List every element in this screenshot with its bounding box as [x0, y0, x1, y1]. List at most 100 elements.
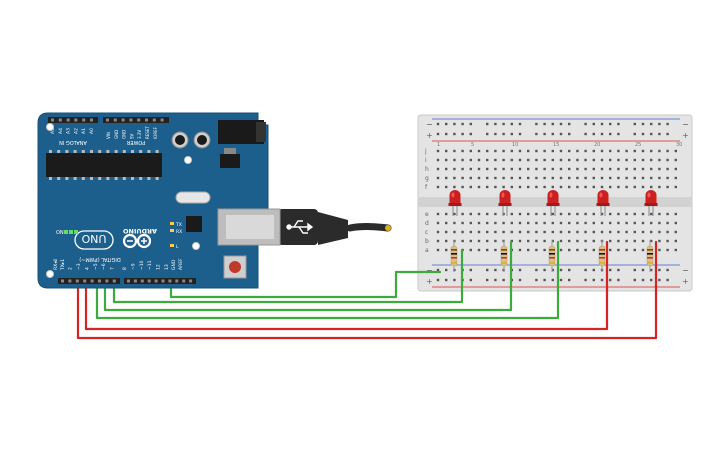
breadboard-hole[interactable] — [576, 149, 579, 153]
breadboard-hole[interactable] — [641, 230, 645, 234]
rail-hole[interactable] — [592, 132, 595, 136]
breadboard-hole[interactable] — [518, 248, 522, 252]
breadboard-hole[interactable] — [469, 221, 472, 225]
breadboard-hole[interactable] — [559, 248, 563, 252]
analog-header-pin[interactable] — [51, 118, 54, 122]
breadboard-hole[interactable] — [453, 149, 456, 153]
breadboard-hole[interactable] — [551, 167, 554, 171]
rail-hole[interactable] — [551, 132, 554, 136]
breadboard-hole[interactable] — [641, 248, 645, 252]
breadboard-hole[interactable] — [592, 149, 595, 153]
breadboard-hole[interactable] — [494, 212, 497, 216]
breadboard-hole[interactable] — [445, 248, 448, 252]
breadboard-hole[interactable] — [436, 239, 440, 243]
rail-hole[interactable] — [658, 132, 661, 136]
breadboard-hole[interactable] — [592, 212, 595, 216]
breadboard-hole[interactable] — [674, 248, 677, 252]
rail-hole[interactable] — [486, 122, 489, 126]
rail-hole[interactable] — [633, 122, 636, 126]
breadboard-hole[interactable] — [625, 239, 628, 243]
breadboard-hole[interactable] — [600, 185, 604, 189]
digital-header-pin[interactable] — [61, 279, 64, 283]
breadboard-hole[interactable] — [445, 167, 448, 171]
breadboard-hole[interactable] — [527, 185, 530, 189]
rail-hole[interactable] — [543, 122, 546, 126]
breadboard-hole[interactable] — [568, 239, 571, 243]
breadboard-hole[interactable] — [502, 212, 505, 216]
rail-hole[interactable] — [551, 122, 554, 126]
breadboard-hole[interactable] — [617, 239, 620, 243]
breadboard-hole[interactable] — [592, 185, 595, 189]
breadboard-hole[interactable] — [650, 149, 653, 153]
breadboard-hole[interactable] — [510, 149, 513, 153]
breadboard-hole[interactable] — [535, 185, 538, 189]
rail-hole[interactable] — [650, 278, 653, 282]
breadboard-hole[interactable] — [543, 212, 546, 216]
digital-header-pin[interactable] — [68, 279, 72, 283]
breadboard-hole[interactable] — [658, 221, 661, 225]
breadboard-hole[interactable] — [486, 221, 489, 225]
breadboard-hole[interactable] — [658, 239, 661, 243]
rail-hole[interactable] — [445, 278, 448, 282]
rail-hole[interactable] — [650, 268, 653, 272]
breadboard-hole[interactable] — [535, 248, 538, 252]
breadboard-hole[interactable] — [518, 158, 522, 162]
breadboard-hole[interactable] — [609, 176, 612, 180]
breadboard-hole[interactable] — [543, 149, 546, 153]
breadboard-hole[interactable] — [535, 158, 538, 162]
power-header-pin[interactable] — [160, 118, 164, 122]
digital-header-pin[interactable] — [98, 279, 101, 283]
breadboard-hole[interactable] — [633, 239, 636, 243]
breadboard-hole[interactable] — [469, 185, 472, 189]
breadboard-hole[interactable] — [535, 176, 538, 180]
breadboard-hole[interactable] — [436, 167, 440, 171]
breadboard-hole[interactable] — [494, 176, 497, 180]
breadboard-hole[interactable] — [436, 212, 440, 216]
rail-hole[interactable] — [502, 122, 505, 126]
breadboard-hole[interactable] — [543, 239, 546, 243]
rail-hole[interactable] — [502, 278, 505, 282]
breadboard-hole[interactable] — [469, 167, 472, 171]
breadboard-hole[interactable] — [510, 167, 513, 171]
rail-hole[interactable] — [666, 268, 669, 272]
breadboard-hole[interactable] — [666, 167, 669, 171]
breadboard-hole[interactable] — [625, 230, 628, 234]
breadboard-hole[interactable] — [535, 239, 538, 243]
digital-header-pin[interactable] — [127, 279, 130, 283]
breadboard-hole[interactable] — [666, 221, 669, 225]
rail-hole[interactable] — [641, 122, 645, 126]
digital-header-pin[interactable] — [175, 279, 179, 283]
breadboard-hole[interactable] — [559, 221, 563, 225]
rail-hole[interactable] — [436, 268, 440, 272]
power-header-pin[interactable] — [152, 118, 156, 122]
rail-hole[interactable] — [543, 278, 546, 282]
breadboard-hole[interactable] — [502, 221, 505, 225]
breadboard-hole[interactable] — [600, 149, 604, 153]
breadboard-hole[interactable] — [617, 212, 620, 216]
breadboard-hole[interactable] — [559, 230, 563, 234]
breadboard-hole[interactable] — [600, 230, 604, 234]
breadboard-hole[interactable] — [650, 158, 653, 162]
breadboard-hole[interactable] — [609, 230, 612, 234]
breadboard-hole[interactable] — [674, 167, 677, 171]
digital-header-pin[interactable] — [133, 279, 137, 283]
breadboard-hole[interactable] — [494, 167, 497, 171]
analog-header-pin[interactable] — [90, 118, 93, 122]
breadboard-hole[interactable] — [486, 149, 489, 153]
breadboard-hole[interactable] — [510, 158, 513, 162]
breadboard-hole[interactable] — [625, 221, 628, 225]
rail-hole[interactable] — [584, 132, 587, 136]
breadboard-hole[interactable] — [518, 167, 522, 171]
digital-header-pin[interactable] — [140, 279, 144, 283]
rail-hole[interactable] — [584, 122, 587, 126]
rail-hole[interactable] — [543, 132, 546, 136]
breadboard-hole[interactable] — [510, 230, 513, 234]
breadboard-hole[interactable] — [650, 176, 653, 180]
breadboard-hole[interactable] — [584, 239, 587, 243]
breadboard-hole[interactable] — [625, 176, 628, 180]
power-header-pin[interactable] — [106, 118, 109, 122]
breadboard-hole[interactable] — [609, 239, 612, 243]
rail-hole[interactable] — [445, 268, 448, 272]
breadboard-hole[interactable] — [445, 185, 448, 189]
